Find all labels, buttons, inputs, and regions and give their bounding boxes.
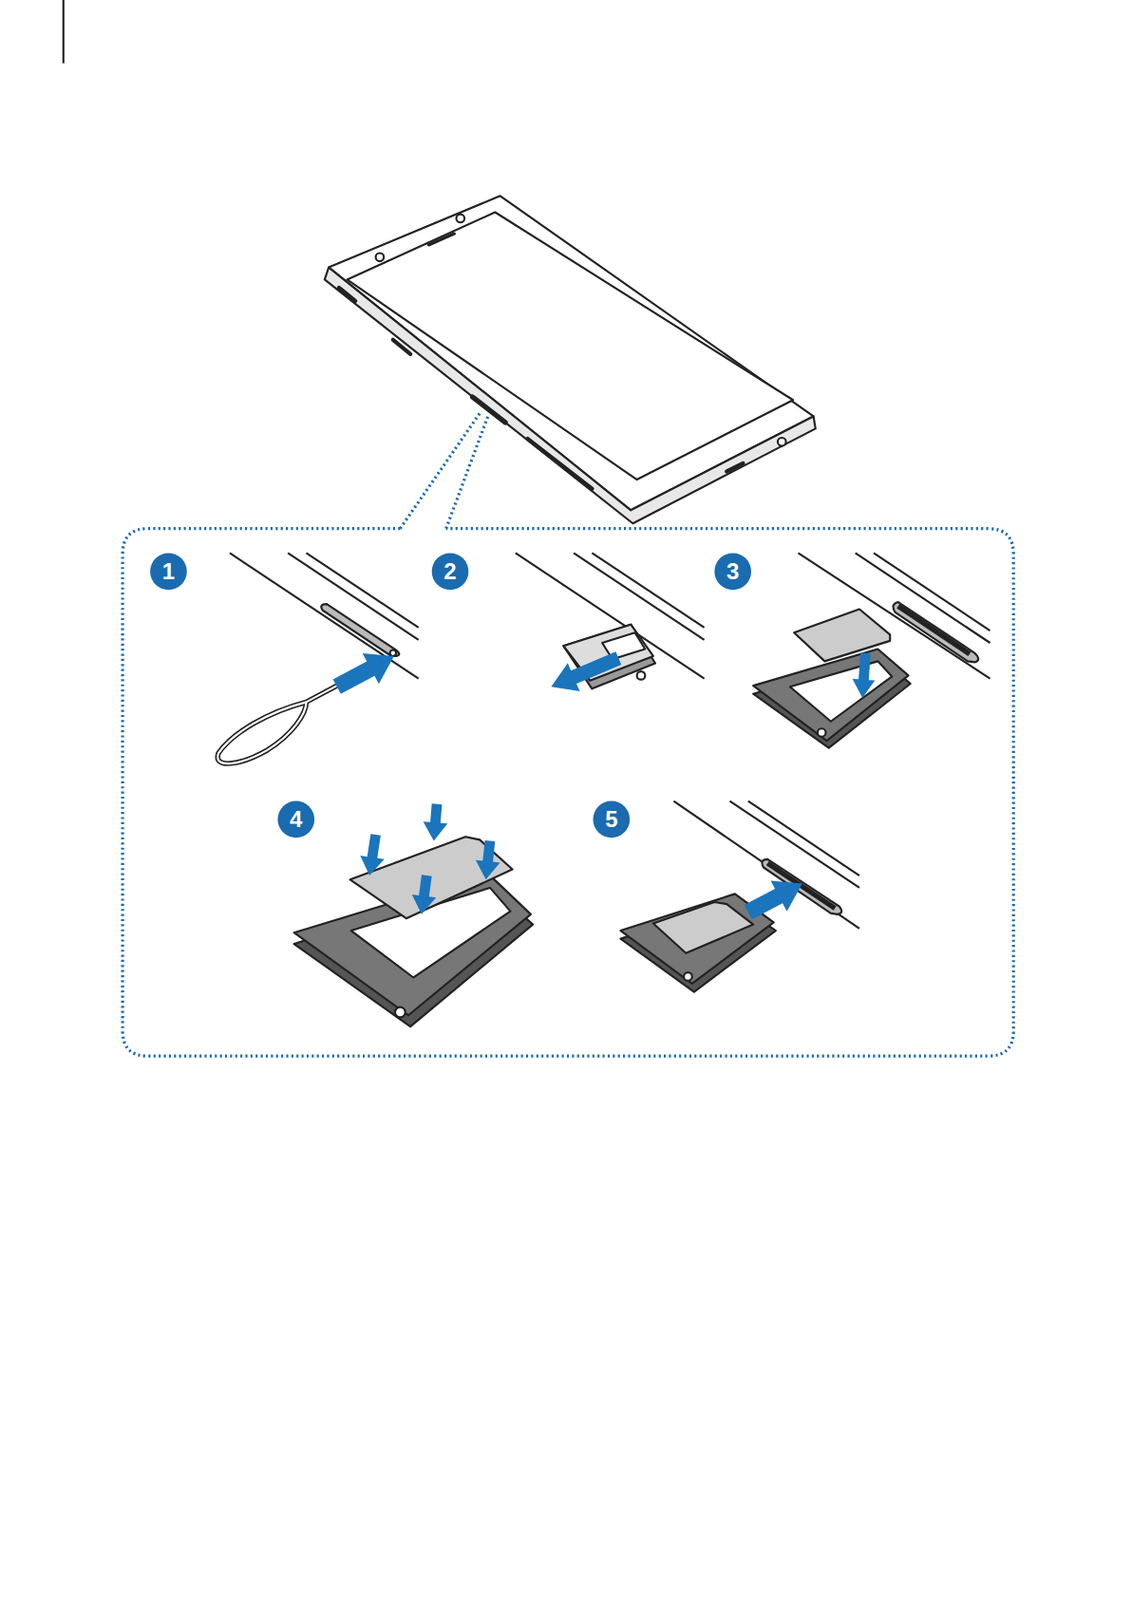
phone-edge bbox=[229, 552, 991, 928]
phone bbox=[726, 463, 743, 472]
direction-arrow bbox=[423, 803, 449, 841]
phone-edge bbox=[873, 552, 991, 631]
sim-tray bbox=[294, 624, 911, 1027]
zoom-frame bbox=[446, 415, 489, 529]
sim-slot bbox=[892, 602, 979, 662]
sim-tray bbox=[294, 873, 531, 1016]
phone-edge bbox=[591, 552, 704, 627]
phone bbox=[346, 212, 793, 481]
sim-card bbox=[793, 609, 890, 662]
phone bbox=[428, 233, 454, 246]
sim-slot bbox=[320, 603, 399, 657]
sim-tray bbox=[817, 728, 827, 737]
direction-arrow bbox=[359, 833, 384, 876]
margin-rule bbox=[62, 0, 65, 64]
phone-edge bbox=[306, 552, 419, 627]
callout-circle bbox=[714, 552, 752, 590]
direction-arrow bbox=[550, 651, 622, 692]
callout-circle bbox=[277, 801, 315, 839]
sim-slot bbox=[390, 650, 397, 657]
phone bbox=[339, 287, 356, 302]
direction-arrow bbox=[333, 653, 395, 695]
sim-card bbox=[653, 902, 754, 954]
sim-slot bbox=[898, 605, 970, 655]
sim-tray bbox=[790, 660, 892, 721]
zoom-frame bbox=[122, 528, 1014, 1057]
margin-rule bbox=[62, 0, 64, 64]
phone bbox=[324, 195, 816, 524]
callout-number: 1 bbox=[149, 552, 188, 591]
callout-circle bbox=[150, 552, 752, 838]
phone bbox=[376, 253, 385, 263]
direction-arrow bbox=[475, 840, 501, 880]
sim-card bbox=[350, 609, 890, 954]
sim-tray bbox=[753, 648, 908, 741]
callout-number: 5 bbox=[592, 800, 631, 839]
callout-number: 2 bbox=[431, 552, 470, 591]
phone bbox=[777, 437, 787, 447]
sim-tray bbox=[683, 972, 693, 982]
direction-arrow bbox=[333, 651, 876, 920]
callout-number: 3 bbox=[714, 552, 753, 591]
direction-arrow bbox=[744, 881, 803, 921]
ejection-pin bbox=[217, 685, 338, 764]
callout-circle bbox=[150, 552, 188, 590]
direction-arrow bbox=[852, 652, 876, 699]
phone-edge bbox=[573, 552, 705, 640]
sim-tray bbox=[637, 671, 646, 680]
direction-arrow bbox=[412, 874, 436, 915]
ejection-pin bbox=[217, 685, 338, 764]
sim-tray bbox=[395, 1007, 406, 1019]
callout-circle bbox=[432, 552, 470, 590]
callout-circle bbox=[592, 801, 630, 839]
phone bbox=[393, 339, 411, 355]
phone bbox=[528, 438, 593, 490]
zoom-frame bbox=[122, 413, 1014, 1057]
callout-number: 4 bbox=[277, 800, 316, 839]
ejection-pin bbox=[217, 685, 338, 764]
phone bbox=[455, 214, 465, 224]
phone-edge bbox=[729, 801, 859, 888]
